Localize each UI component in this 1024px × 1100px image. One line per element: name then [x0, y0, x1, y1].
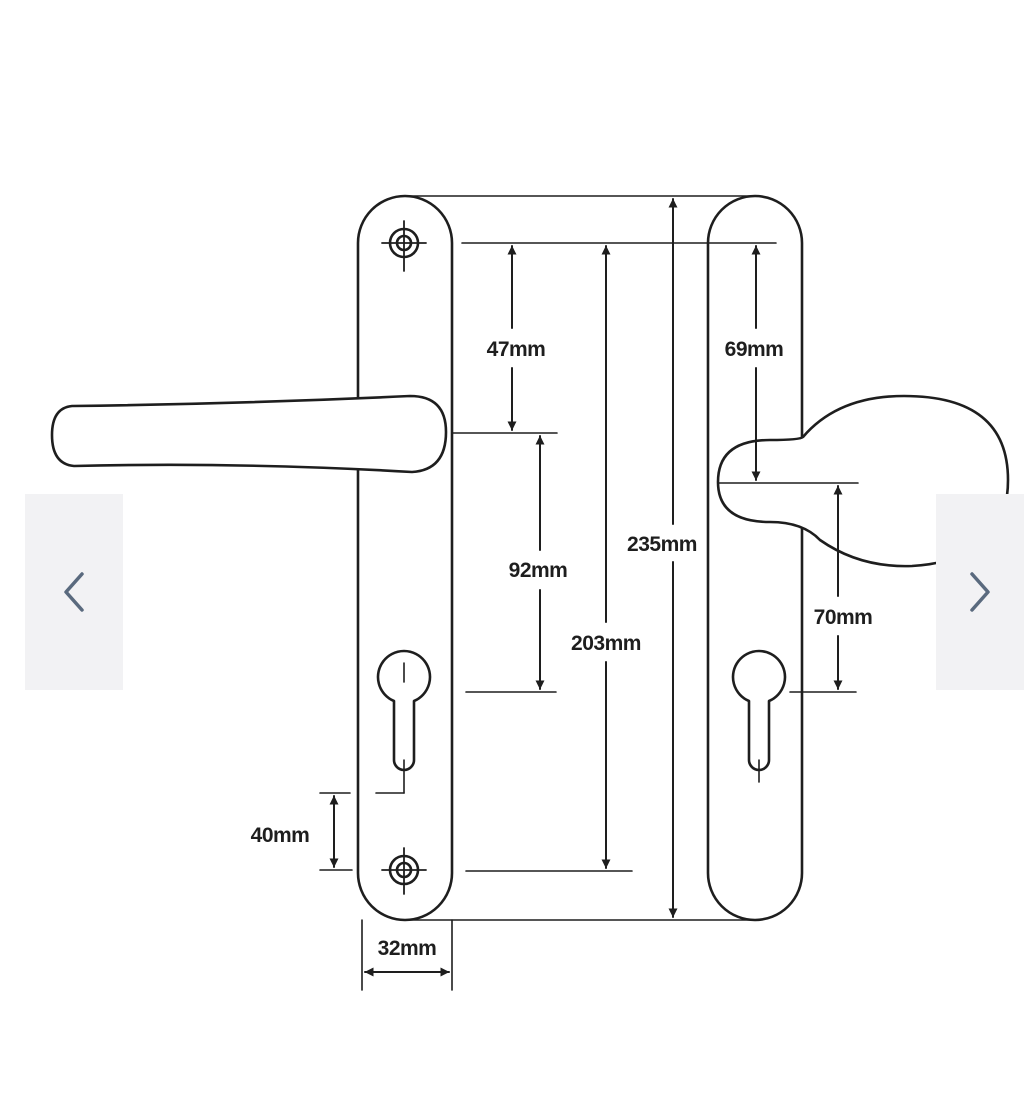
label-40mm: 40mm: [251, 824, 310, 847]
door-knob: [716, 394, 1010, 568]
top-screw-icon: [381, 220, 427, 272]
left-backplate: [356, 194, 454, 922]
label-47mm: 47mm: [487, 338, 546, 361]
label-92mm: 92mm: [509, 559, 568, 582]
label-70mm: 70mm: [814, 606, 873, 629]
previous-image-button[interactable]: [25, 494, 123, 690]
dimension-labels: 47mm 92mm 203mm 235mm 69mm 70mm 40mm 32m…: [251, 338, 873, 960]
chevron-right-icon: [970, 572, 990, 612]
next-image-button[interactable]: [936, 494, 1024, 690]
lever-handle: [50, 394, 448, 474]
bottom-screw-icon: [381, 847, 427, 895]
label-203mm: 203mm: [571, 632, 641, 655]
label-32mm: 32mm: [378, 937, 437, 960]
label-69mm: 69mm: [725, 338, 784, 361]
cylinder-hole-icon: [731, 649, 787, 772]
dimension-arrows: [329, 198, 843, 977]
cylinder-hole-icon: [376, 649, 432, 772]
extension-lines: [319, 195, 859, 991]
chevron-left-icon: [64, 572, 84, 612]
label-235mm: 235mm: [627, 533, 697, 556]
